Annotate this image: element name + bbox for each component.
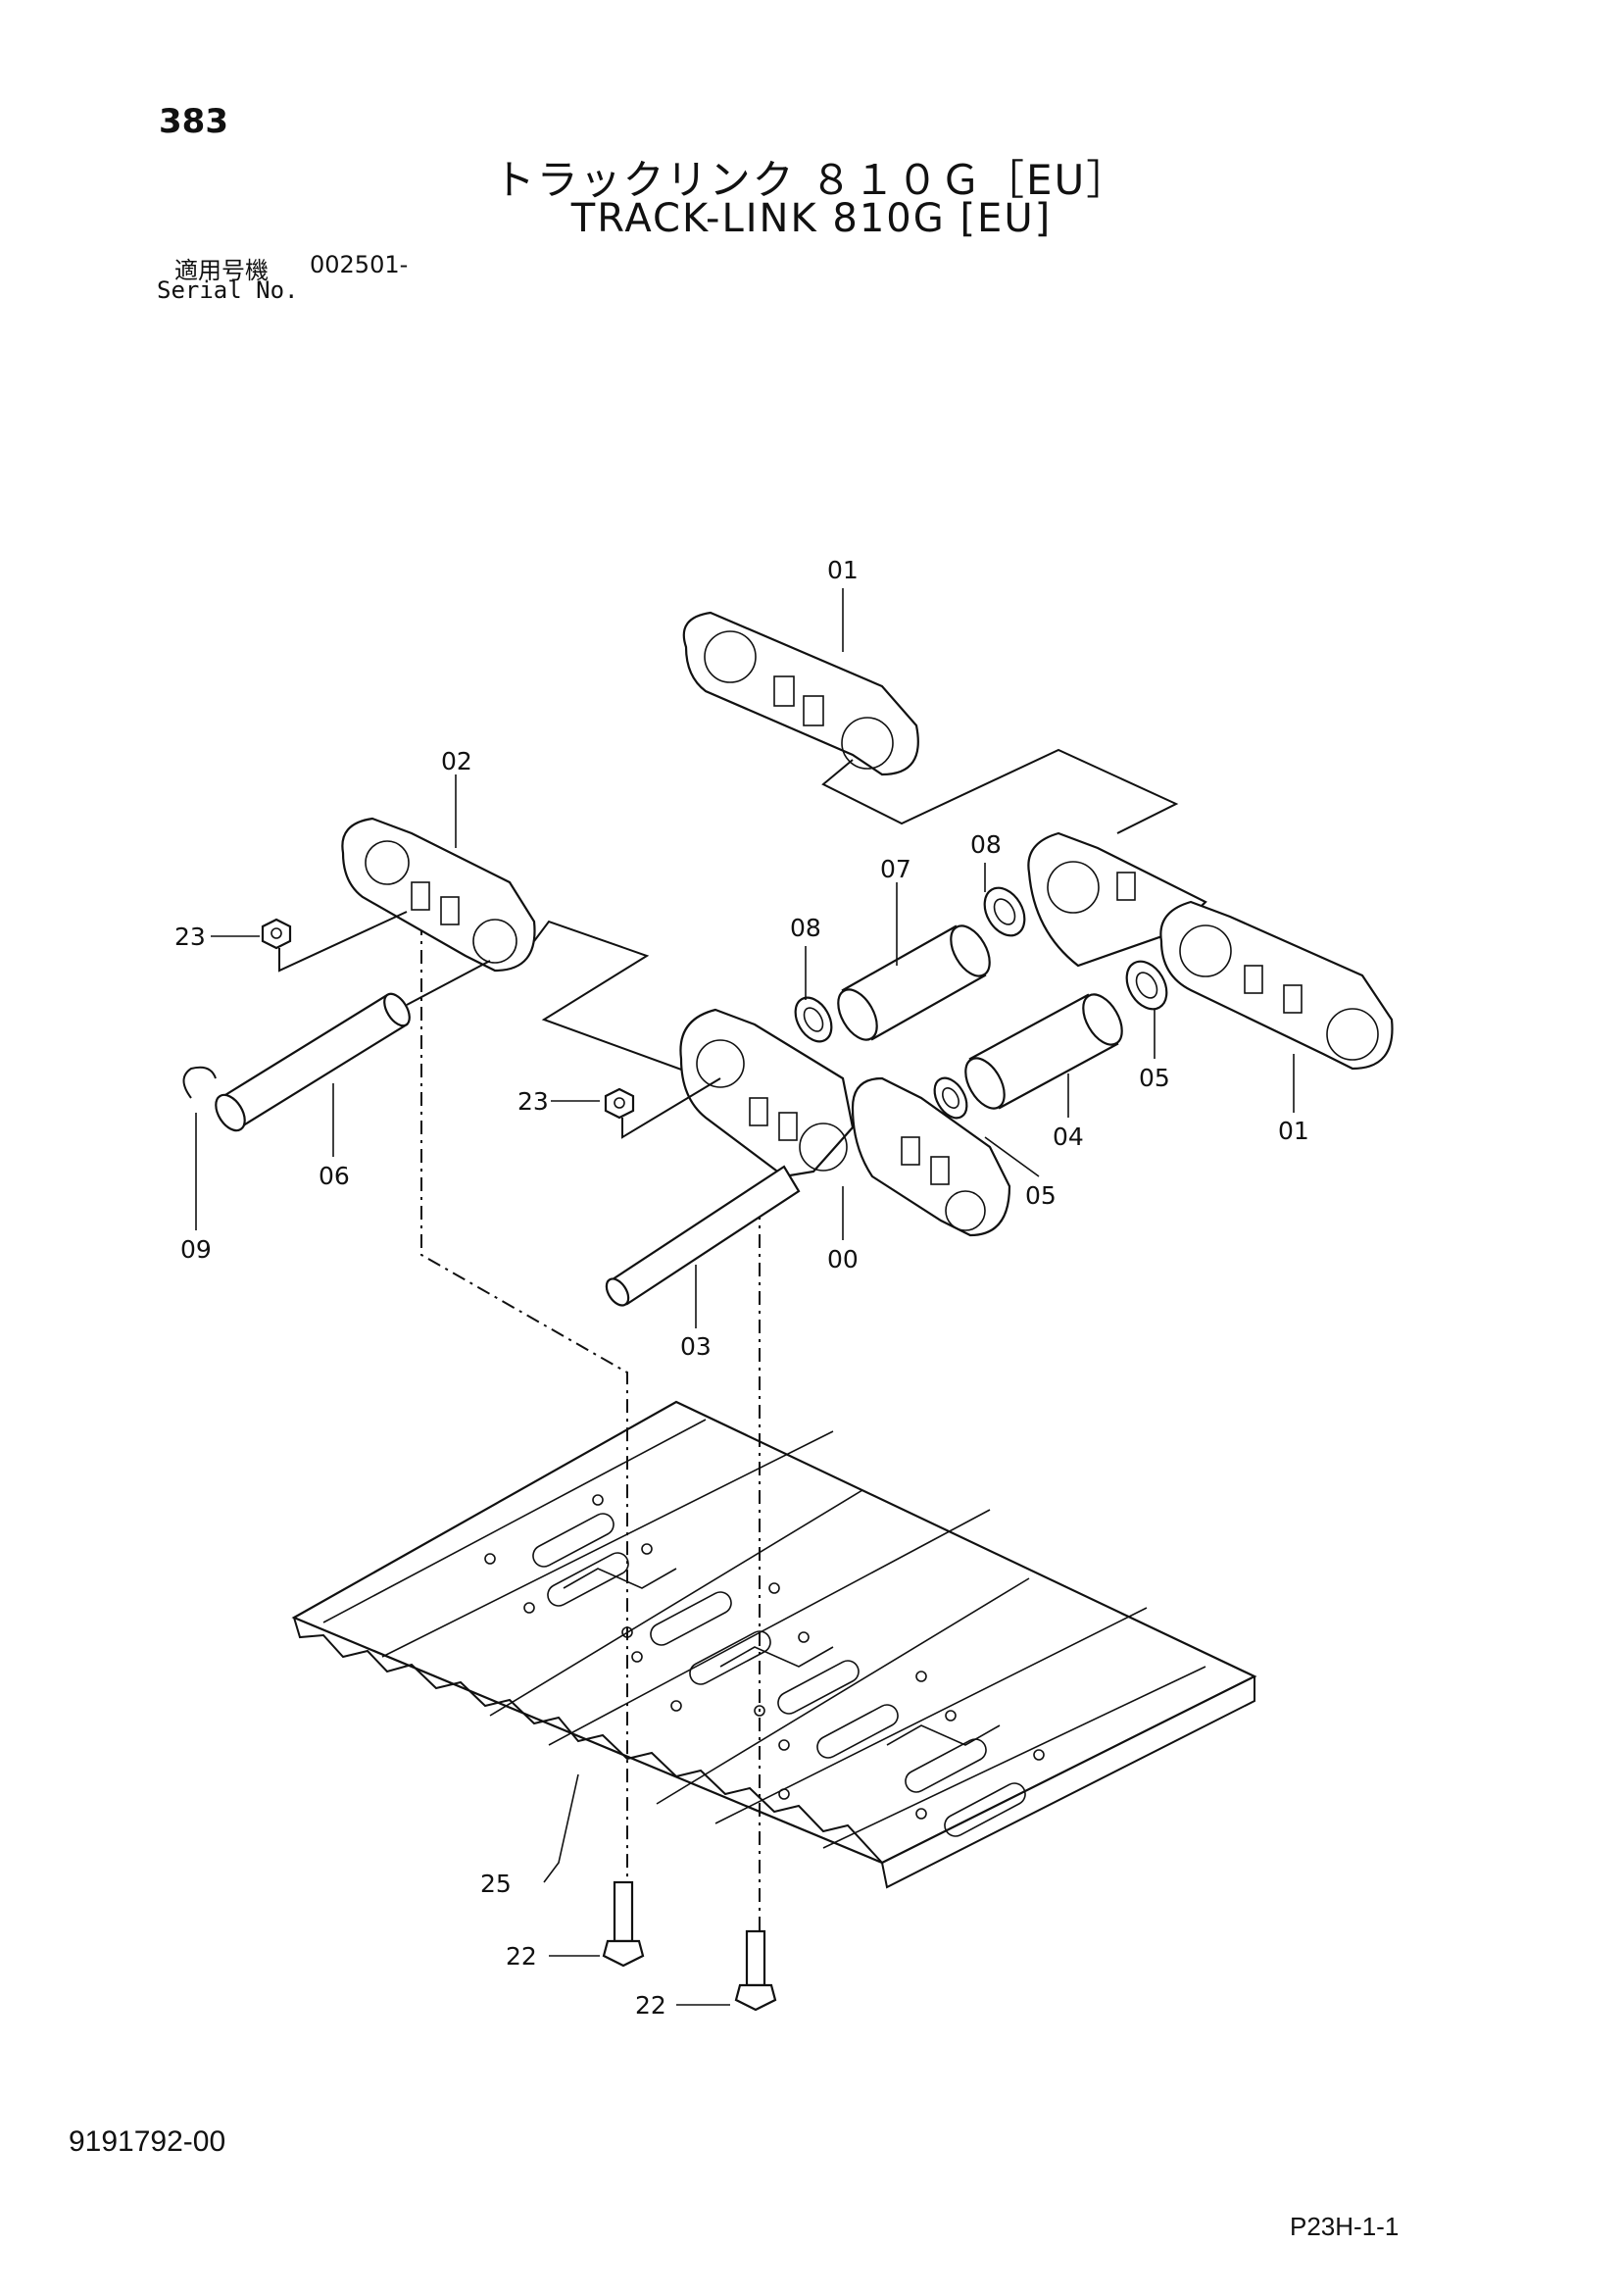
serial-label-japanese: 適用号機: [174, 257, 269, 284]
nut-23-left: [261, 918, 292, 950]
bolt-22-right: [734, 1929, 777, 2012]
callout-05-right: 05: [1139, 1064, 1170, 1092]
callout-01-top: 01: [827, 556, 859, 584]
callout-25: 25: [480, 1870, 512, 1898]
page-title-japanese: トラックリンク ８１０Ｇ［EU］: [493, 156, 1130, 204]
callout-23-mid: 23: [517, 1087, 549, 1116]
page-number: 383: [159, 102, 228, 141]
track-link-01-top: [682, 611, 919, 776]
callout-07: 07: [880, 855, 911, 883]
document-number: 9191792-00: [69, 2125, 226, 2158]
track-link-01-right: [1027, 831, 1394, 1071]
seal-05-mid: [933, 1076, 968, 1120]
callout-08-left: 08: [790, 914, 821, 942]
callout-03: 03: [680, 1332, 712, 1361]
callout-22-right: 22: [635, 1991, 666, 2020]
serial-number-value: 002501-: [310, 251, 409, 278]
serial-label-english: Serial No.: [157, 276, 299, 304]
callout-05-mid: 05: [1025, 1181, 1057, 1210]
pin-06: [215, 992, 411, 1132]
page-code: P23H-1-1: [1290, 2212, 1400, 2241]
assembly-line-left: [420, 922, 628, 1892]
track-link-00: [679, 1008, 1011, 1237]
snap-ring-09: [182, 1066, 217, 1099]
callout-02: 02: [441, 747, 472, 775]
callout-04: 04: [1053, 1123, 1084, 1151]
bolt-22-left: [602, 1880, 645, 1968]
callout-06: 06: [319, 1162, 350, 1190]
callout-01-right: 01: [1278, 1117, 1309, 1145]
nut-23-mid: [604, 1087, 635, 1120]
seal-08-left: [794, 996, 833, 1043]
track-shoe-assembly: [291, 1400, 1257, 1889]
pin-03: [605, 1165, 801, 1307]
callout-09: 09: [180, 1235, 212, 1264]
seal-05-right: [1125, 960, 1168, 1011]
callout-00: 00: [827, 1245, 859, 1273]
seal-08-right: [983, 886, 1026, 937]
callout-23-left: 23: [174, 923, 206, 951]
callout-08-right: 08: [970, 830, 1002, 859]
track-link-02: [341, 817, 536, 973]
bushing-07: [837, 924, 991, 1041]
bushing-04: [964, 993, 1123, 1110]
callout-22-left: 22: [506, 1942, 537, 1971]
page-title-english: TRACK-LINK 810G [EU]: [570, 196, 1053, 241]
